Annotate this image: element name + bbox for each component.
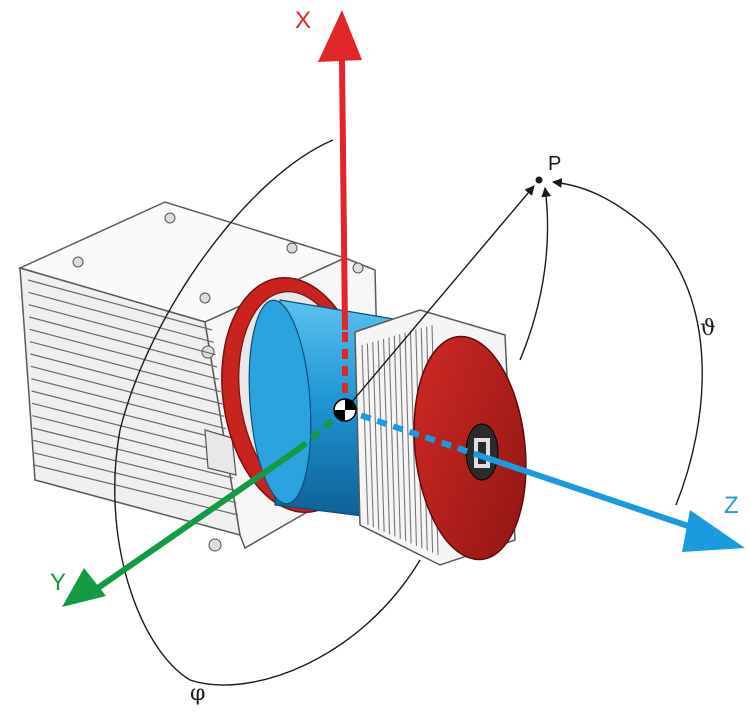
- cap-fin: [377, 340, 385, 532]
- cap-fin: [372, 341, 380, 530]
- origin-marker: [333, 398, 357, 422]
- housing-fin: [29, 328, 220, 380]
- housing-fin: [33, 464, 239, 516]
- housing-fin: [28, 304, 216, 356]
- y-axis-label: Y: [50, 569, 66, 596]
- housing-fin: [31, 378, 227, 430]
- cap-fin: [399, 334, 407, 542]
- side-connector: [204, 429, 237, 476]
- radius-line: [344, 185, 535, 411]
- housing-fin: [30, 353, 223, 405]
- x-axis: [318, 10, 362, 410]
- housing-fin: [29, 316, 218, 368]
- inner-arc: [519, 187, 552, 361]
- z-axis: [344, 407, 745, 552]
- finned-cap: [354, 309, 527, 566]
- phi-label: φ: [190, 681, 205, 706]
- z-axis-label: Z: [724, 492, 739, 519]
- x-axis-arrowhead: [318, 10, 362, 62]
- housing-fin: [27, 279, 213, 331]
- cap-fin: [393, 335, 401, 539]
- housing-fin: [30, 365, 225, 417]
- housing-fin: [32, 415, 232, 467]
- housing-fin: [28, 291, 214, 343]
- point-p-label: P: [548, 153, 561, 175]
- cap-fin: [361, 344, 369, 526]
- housing-fin: [29, 341, 221, 393]
- housing-fin: [31, 390, 228, 442]
- housing-fin: [33, 439, 235, 491]
- cap-fin: [404, 332, 412, 544]
- cap-fin: [366, 343, 374, 528]
- theta-arc: [552, 178, 703, 506]
- cap-fin: [388, 337, 396, 537]
- cap-fin: [382, 338, 391, 535]
- housing-fin: [31, 402, 230, 454]
- housing-fin: [33, 452, 237, 504]
- point-p-dot: [535, 176, 543, 184]
- theta-label: ϑ: [700, 316, 716, 341]
- x-axis-label: X: [295, 7, 311, 34]
- y-axis-arrowhead: [62, 568, 106, 607]
- housing-fin: [32, 427, 233, 479]
- z-axis-arrowhead: [682, 510, 745, 552]
- housing-fins: [27, 279, 239, 516]
